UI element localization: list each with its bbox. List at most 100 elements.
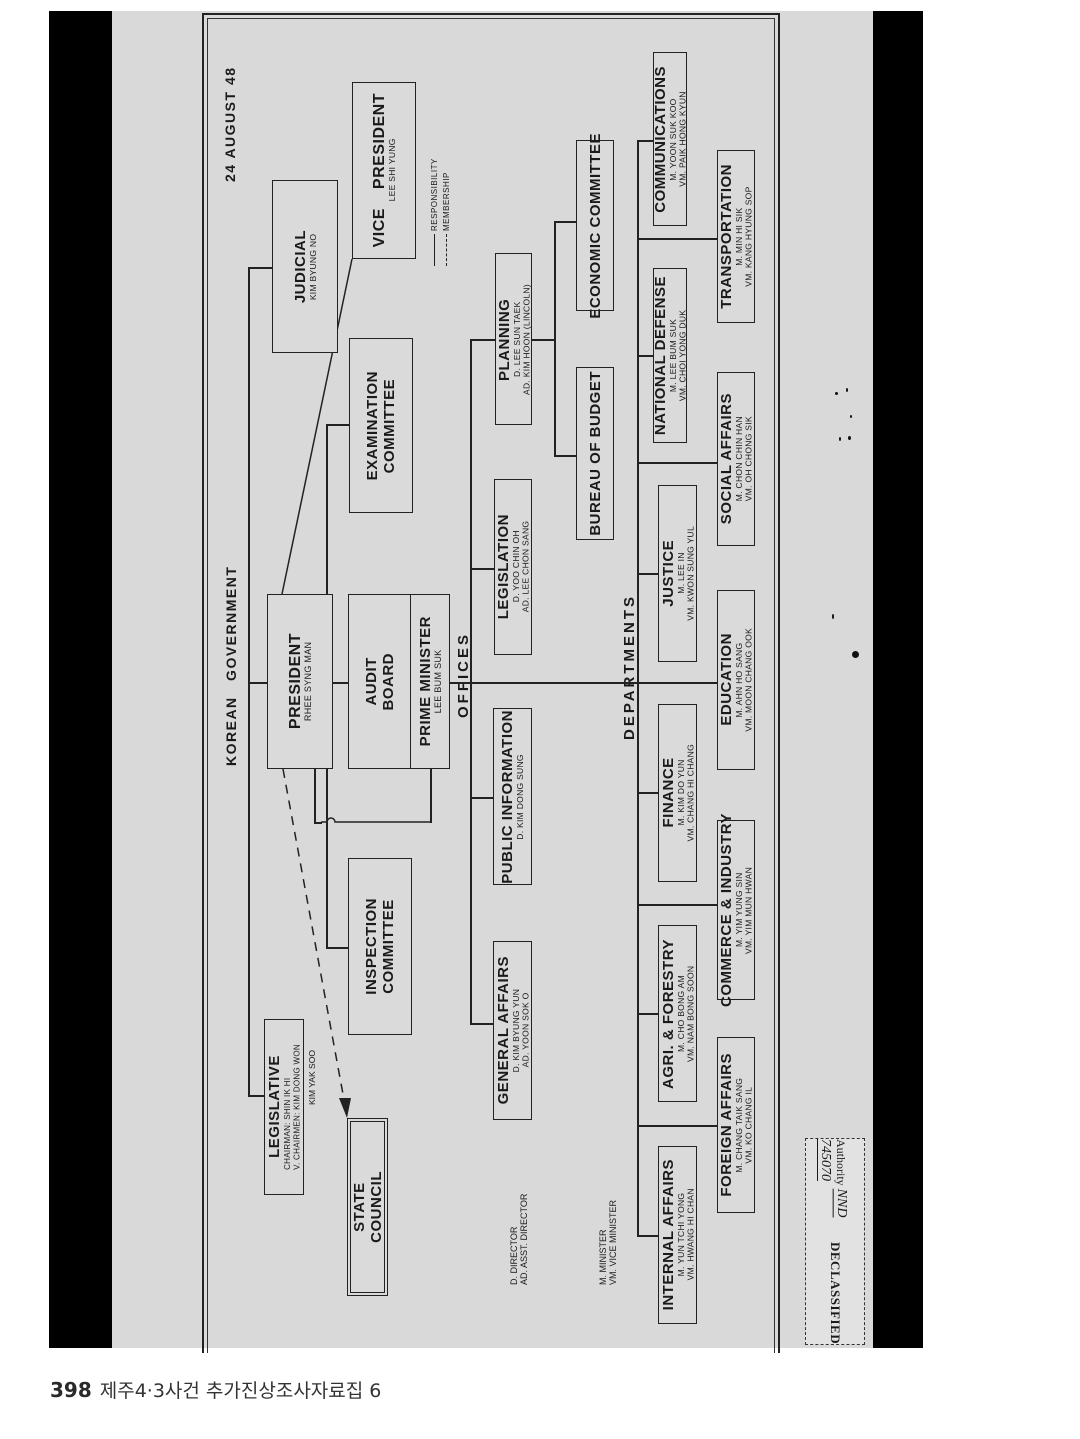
connector-planning-right xyxy=(532,339,554,341)
national-defense-title: NATIONAL DEFENSE xyxy=(652,275,669,436)
box-economic-committee: ECONOMIC COMMITTEE xyxy=(576,133,614,318)
connector-pm-departments xyxy=(449,682,659,684)
connector-legislation xyxy=(470,568,494,570)
legislative-title: LEGISLATIVE xyxy=(266,1055,283,1159)
public-information-title: PUBLIC INFORMATION xyxy=(499,709,517,884)
public-information-director: D. KIM DONG SUNG xyxy=(515,753,526,840)
transportation-vice-minister: VM. KANG HYUNG SOP xyxy=(743,186,754,287)
connector-internal-affairs xyxy=(637,1235,658,1237)
general-affairs-title: GENERAL AFFAIRS xyxy=(494,956,512,1105)
connector-agri-forestry xyxy=(637,1013,658,1015)
connector-economic-committee xyxy=(554,221,576,223)
connector-communications xyxy=(637,140,653,142)
connector-pm-down xyxy=(430,769,432,823)
connector-foreign-affairs xyxy=(637,1125,717,1127)
declassified-authority: Authority NND 745070 xyxy=(817,1139,849,1242)
foreign-affairs-vice-minister: VM. KO CHANG IL xyxy=(743,1086,754,1164)
legislative-vice-chairmen: V. CHAIRMEN: KIM DONG WON xyxy=(292,1044,302,1170)
paper-speck xyxy=(852,651,859,658)
connector-planning xyxy=(470,339,495,341)
connector-finance xyxy=(637,792,658,794)
connector-loop-start xyxy=(314,822,322,824)
social-affairs-vice-minister: VM. OH CHONG SIK xyxy=(743,416,754,502)
connector-audit-board xyxy=(333,682,348,684)
connector-inspection xyxy=(326,947,348,949)
connector-public-information xyxy=(470,797,493,799)
examination-title-2: COMMITTEE xyxy=(381,378,398,473)
foreign-affairs-title: FOREIGN AFFAIRS xyxy=(718,1053,735,1197)
authority-value: NND 745070 xyxy=(818,1139,849,1218)
president-title: PRESIDENT xyxy=(286,633,304,730)
planning-asst-director: AD. KIM HOON (LINCOLN) xyxy=(521,283,531,395)
chart-frame-inner xyxy=(207,18,775,1353)
paper-speck xyxy=(839,437,841,441)
legislation-asst-director: AD. LEE CHON SANG xyxy=(520,521,531,613)
connector-transportation xyxy=(637,238,717,240)
planning-sub-spine xyxy=(554,221,556,456)
legislative-chairman: CHAIRMAN: SHIN IK HI xyxy=(283,1077,292,1170)
education-vice-minister: VM. MOON CHANG OOK xyxy=(743,628,754,732)
box-bureau-of-budget: BUREAU OF BUDGET xyxy=(576,367,614,540)
prime-minister-title: PRIME MINISTER xyxy=(416,616,434,747)
chart-frame-outer xyxy=(202,13,780,1353)
audit-title-2: BOARD xyxy=(380,652,397,711)
authority-prefix: Authority xyxy=(834,1139,848,1186)
connector-social-affairs xyxy=(637,462,717,464)
connector-education xyxy=(637,682,717,684)
connector-examination xyxy=(326,424,349,426)
agri-forestry-title: AGRI. & FORESTRY xyxy=(659,938,677,1089)
economic-committee-title: ECONOMIC COMMITTEE xyxy=(586,132,604,319)
page-number: 398 xyxy=(50,1378,92,1402)
vice-president-name: LEE SHI YUNG xyxy=(386,139,397,202)
transportation-title: TRANSPORTATION xyxy=(718,164,735,309)
spine-line xyxy=(248,267,250,1095)
vice-president-title: VICE PRESIDENT xyxy=(370,93,388,248)
connector-national-defense xyxy=(637,355,653,357)
commerce-industry-vice-minister: VM. YIM MUN HWAN xyxy=(743,866,754,954)
inspection-title-2: COMMITTEE xyxy=(380,899,397,994)
legislative-vice-chairman-2: KIM YAK SOO xyxy=(307,1050,317,1105)
page-footer: 398 제주4·3사건 추가진상조사자료집 6 xyxy=(50,1376,381,1403)
judicial-name: KIM BYUNG NO xyxy=(307,233,318,300)
connector-justice xyxy=(637,573,658,575)
declassified-stamp: DECLASSIFIED Authority NND 745070 xyxy=(805,1138,865,1345)
social-affairs-title: SOCIAL AFFAIRS xyxy=(718,393,735,525)
finance-vice-minister: VM. CHANG HI CHANG xyxy=(685,744,695,842)
examination-title: EXAMINATION xyxy=(364,370,381,481)
connector-legislative xyxy=(248,1095,264,1097)
national-defense-vice-minister: VM. CHOI YONG DUK xyxy=(677,309,688,402)
education-title: EDUCATION xyxy=(718,633,735,727)
book-title: 제주4·3사건 추가진상조사자료집 6 xyxy=(99,1380,382,1402)
planning-title: PLANNING xyxy=(495,297,513,381)
commerce-industry-title: COMMERCE & INDUSTRY xyxy=(718,813,735,1007)
declassified-label: DECLASSIFIED xyxy=(828,1241,843,1344)
agri-forestry-vice-minister: VM. NAM BONG SOON xyxy=(685,965,695,1062)
state-council-title: STATE xyxy=(350,1182,368,1232)
communications-title: COMMUNICATIONS xyxy=(652,65,669,213)
connector-bureau-of-budget xyxy=(554,455,576,457)
justice-vice-minister: VM. KWON SUNG YUL xyxy=(685,526,695,621)
communications-vice-minister: VM. PAIK HONG KYUN xyxy=(677,91,688,187)
connector-commerce-industry xyxy=(637,904,717,906)
judicial-title: JUDICIAL xyxy=(291,229,309,304)
connector-judicial xyxy=(248,267,272,269)
internal-affairs-title: INTERNAL AFFAIRS xyxy=(659,1159,677,1311)
